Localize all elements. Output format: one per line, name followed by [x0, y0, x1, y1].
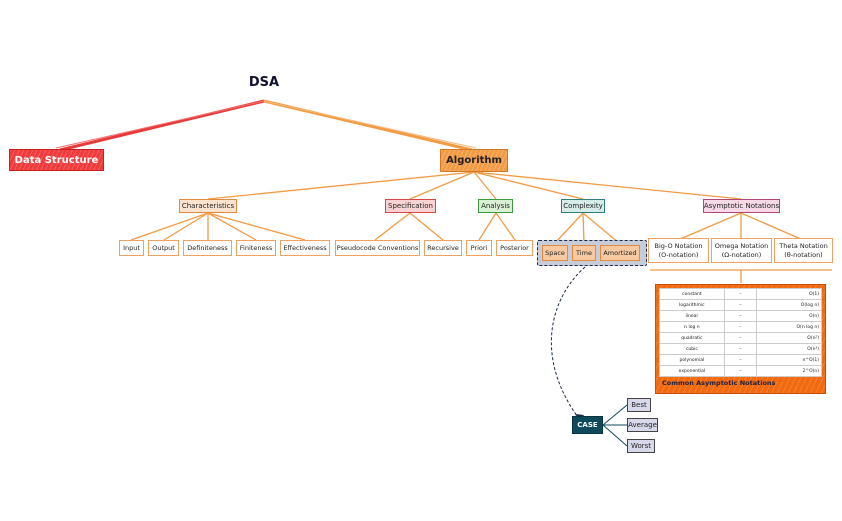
node-characteristics: Characteristics [179, 199, 237, 213]
notation-dash-cell: – [723, 288, 758, 300]
notation-dash-cell: – [723, 354, 758, 366]
notation-value-cell: 2^O(n) [756, 365, 822, 377]
notation-name-cell: linear [659, 310, 725, 322]
table-row: quadratic–O(n²) [659, 332, 822, 344]
notation-value-cell: O(log n) [756, 299, 822, 311]
leaf-amortized: Amortized [600, 245, 640, 261]
notation-name-cell: logarithmic [659, 299, 725, 311]
notation-dash-cell: – [723, 321, 758, 333]
case-best: Best [627, 398, 651, 412]
table-row: linear–O(n) [659, 310, 822, 322]
notation-dash-cell: – [723, 299, 758, 311]
case-average: Average [627, 418, 658, 432]
leaf-theta-notation: Theta Notation (θ-notation) [774, 238, 833, 263]
leaf-omega-notation: Omega Notation (Ω-notation) [711, 238, 772, 263]
node-specification: Specification [385, 199, 436, 213]
edge-complexity-case [550, 266, 586, 421]
leaf-effectiveness: Effectiveness [280, 240, 330, 256]
table-row: cubic–O(n³) [659, 343, 822, 355]
table-row: polynomial–n^O(1) [659, 354, 822, 366]
table-row: n log n–O(n log n) [659, 321, 822, 333]
node-analysis: Analysis [478, 199, 513, 213]
leaf-definiteness: Definiteness [183, 240, 232, 256]
leaf-output: Output [148, 240, 179, 256]
omega-line1: Omega Notation [714, 241, 769, 250]
notations-table: constant–O(1)logarithmic–O(log n)linear–… [659, 288, 822, 377]
node-algorithm: Algorithm [440, 149, 508, 172]
big-o-line2: (O-notation) [658, 250, 699, 259]
notation-value-cell: O(n) [756, 310, 822, 322]
leaf-priori: Priori [466, 240, 492, 256]
leaf-space: Space [542, 245, 568, 261]
notation-value-cell: O(1) [756, 288, 822, 300]
notation-name-cell: polynomial [659, 354, 725, 366]
leaf-posterior: Posterior [496, 240, 533, 256]
notations-table-wrapper: constant–O(1)logarithmic–O(log n)linear–… [659, 288, 822, 377]
leaf-recursive: Recursive [424, 240, 462, 256]
table-row: constant–O(1) [659, 288, 822, 300]
theta-line1: Theta Notation [779, 241, 828, 250]
edge-dsa-datastructure-2 [55, 100, 265, 149]
leaf-input: Input [119, 240, 144, 256]
theta-line2: (θ-notation) [784, 250, 823, 259]
common-asymptotic-notations-panel: constant–O(1)logarithmic–O(log n)linear–… [655, 284, 826, 394]
notation-name-cell: cubic [659, 343, 725, 355]
node-case: CASE [572, 416, 603, 434]
notation-name-cell: exponential [659, 365, 725, 377]
notation-name-cell: quadratic [659, 332, 725, 344]
notation-value-cell: O(n log n) [756, 321, 822, 333]
notation-dash-cell: – [723, 365, 758, 377]
big-o-line1: Big-O Notation [654, 241, 703, 250]
notation-dash-cell: – [723, 332, 758, 344]
table-row: exponential–2^O(n) [659, 365, 822, 377]
notation-value-cell: n^O(1) [756, 354, 822, 366]
leaf-time: Time [572, 245, 596, 261]
node-data-structure: Data Structure [9, 149, 104, 171]
case-worst: Worst [627, 439, 655, 453]
notation-value-cell: O(n³) [756, 343, 822, 355]
leaf-pseudocode-conventions: Pseudocode Conventions [335, 240, 420, 256]
node-asymptotic-notations: Asymptotic Notations [703, 199, 780, 213]
notation-value-cell: O(n²) [756, 332, 822, 344]
notation-dash-cell: – [723, 343, 758, 355]
notation-name-cell: constant [659, 288, 725, 300]
diagram-title: DSA [248, 74, 280, 90]
notation-name-cell: n log n [659, 321, 725, 333]
node-complexity: Complexity [561, 199, 605, 213]
notations-table-caption: Common Asymptotic Notations [662, 379, 776, 387]
leaf-finiteness: Finiteness [236, 240, 276, 256]
leaf-big-o-notation: Big-O Notation (O-notation) [648, 238, 709, 263]
edge-dsa-algorithm-2 [263, 100, 477, 149]
omega-line2: (Ω-notation) [721, 250, 762, 259]
table-row: logarithmic–O(log n) [659, 299, 822, 311]
notation-dash-cell: – [723, 310, 758, 322]
